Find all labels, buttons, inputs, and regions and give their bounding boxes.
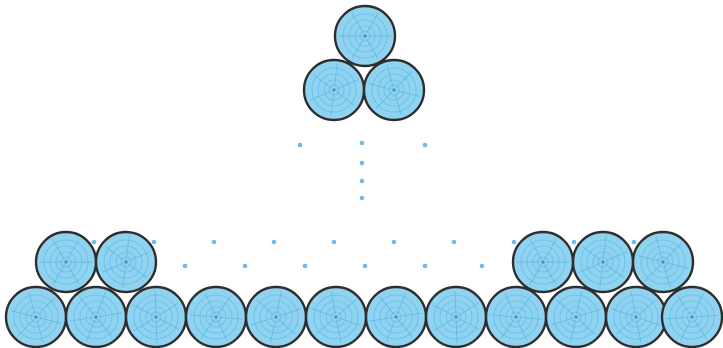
log-end (36, 232, 96, 292)
log-end (633, 232, 693, 292)
connector-dot (452, 240, 457, 245)
connector-dot (363, 264, 368, 269)
connector-dot (360, 141, 365, 146)
log-end (66, 287, 126, 347)
log-end (306, 287, 366, 347)
connector-dot (243, 264, 248, 269)
connector-dot (92, 240, 97, 245)
log-cross-sections (6, 6, 722, 347)
log-end (246, 287, 306, 347)
log-end (426, 287, 486, 347)
log-end (606, 287, 666, 347)
log-end (546, 287, 606, 347)
log-end (513, 232, 573, 292)
top-triangle-stack (304, 6, 424, 120)
log-end (96, 232, 156, 292)
connector-dot (360, 161, 365, 166)
left-stack (6, 232, 366, 347)
connector-dot (212, 240, 217, 245)
log-end (186, 287, 246, 347)
connector-dot (632, 240, 637, 245)
log-end (662, 287, 722, 347)
connector-dot (332, 240, 337, 245)
log-end (6, 287, 66, 347)
connector-dot (423, 143, 428, 148)
log-end (573, 232, 633, 292)
log-end (126, 287, 186, 347)
log-end (364, 60, 424, 120)
log-end (366, 287, 426, 347)
connector-dot (392, 240, 397, 245)
right-stack (366, 232, 722, 347)
connector-dot (298, 143, 303, 148)
log-end (486, 287, 546, 347)
connector-dot (480, 264, 485, 269)
connector-dot (183, 264, 188, 269)
connector-dot (152, 240, 157, 245)
log-end (335, 6, 395, 66)
log-end (304, 60, 364, 120)
connector-dot (303, 264, 308, 269)
connector-dot (272, 240, 277, 245)
connector-dot (572, 240, 577, 245)
connector-dot (512, 240, 517, 245)
connector-dot (423, 264, 428, 269)
connector-dot (360, 196, 365, 201)
connector-dot (360, 179, 365, 184)
